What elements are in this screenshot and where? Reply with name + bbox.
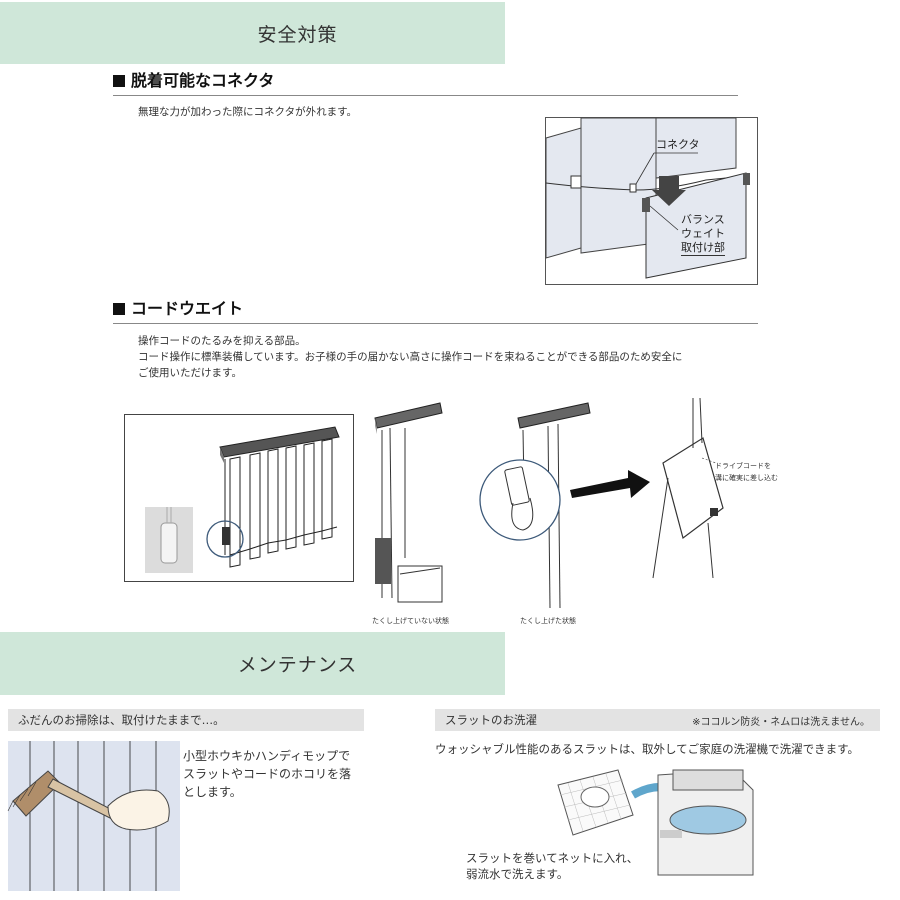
cleaning-line-2: スラットやコードのホコリを落 xyxy=(183,767,352,781)
balance-label-1: バランス xyxy=(681,213,725,226)
cleaning-line-3: とします。 xyxy=(183,785,242,799)
cord-weight-line-3: ご使用いただけます。 xyxy=(138,367,242,379)
safety-banner-title: 安全対策 xyxy=(257,23,338,46)
maintenance-banner: メンテナンス xyxy=(0,632,505,695)
drive-cord-note-2: 溝に確実に差し込む xyxy=(715,474,778,482)
washing-bar: スラットのお洗濯 ※ココルン防炎・ネムロは洗えません。 xyxy=(435,709,880,731)
cord-rolled-diagram xyxy=(479,397,724,609)
cord-weight-line-1: 操作コードのたるみを抑える部品。 xyxy=(138,335,306,347)
cord-weight-illustration xyxy=(124,414,354,582)
washing-illustration xyxy=(557,769,754,876)
vertical-blind-diagram xyxy=(145,426,340,573)
washing-caption-1: スラットを巻いてネットに入れ、 xyxy=(466,851,639,865)
cleaning-illustration xyxy=(7,741,180,891)
safety-banner: 安全対策 xyxy=(0,2,505,64)
maintenance-banner-title: メンテナンス xyxy=(237,654,358,676)
caption-rolled: たくし上げた状態 xyxy=(520,617,576,625)
washing-description: ウォッシャブル性能のあるスラットは、取外してご家庭の洗濯機で洗濯できます。 xyxy=(435,742,860,756)
cleaning-line-1: 小型ホウキかハンディモップで xyxy=(183,749,351,763)
balance-label-3: 取付け部 xyxy=(681,241,725,256)
connector-heading: 脱着可能なコネクタ xyxy=(113,67,738,96)
connector-illustration: コネクタ バランス ウェイト 取付け部 xyxy=(545,117,758,285)
washing-title: スラットのお洗濯 xyxy=(445,713,537,727)
connector-description: 無理な力が加わった際にコネクタが外れます。 xyxy=(138,106,358,118)
caption-not-rolled: たくし上げていない状態 xyxy=(372,617,449,625)
connector-label: コネクタ xyxy=(656,138,700,151)
washing-note: ※ココルン防炎・ネムロは洗えません。 xyxy=(692,716,870,728)
cleaning-bar: ふだんのお掃除は、取付けたままで…。 xyxy=(8,709,364,731)
cord-weight-line-2: コード操作に標準装備しています。お子様の手の届かない高さに操作コードを束ねること… xyxy=(138,351,683,363)
cleaning-title: ふだんのお掃除は、取付けたままで…。 xyxy=(18,713,225,727)
drive-cord-note-1: ドライブコードを xyxy=(715,462,771,470)
square-bullet-icon xyxy=(113,75,125,87)
washing-caption-2: 弱流水で洗えます。 xyxy=(466,867,569,881)
cord-weight-heading: コードウエイト xyxy=(113,295,758,324)
cord-untucked-diagram xyxy=(374,402,443,603)
square-bullet-icon xyxy=(113,303,125,315)
balance-label-2: ウェイト xyxy=(681,227,725,240)
connector-diagram xyxy=(545,117,750,279)
